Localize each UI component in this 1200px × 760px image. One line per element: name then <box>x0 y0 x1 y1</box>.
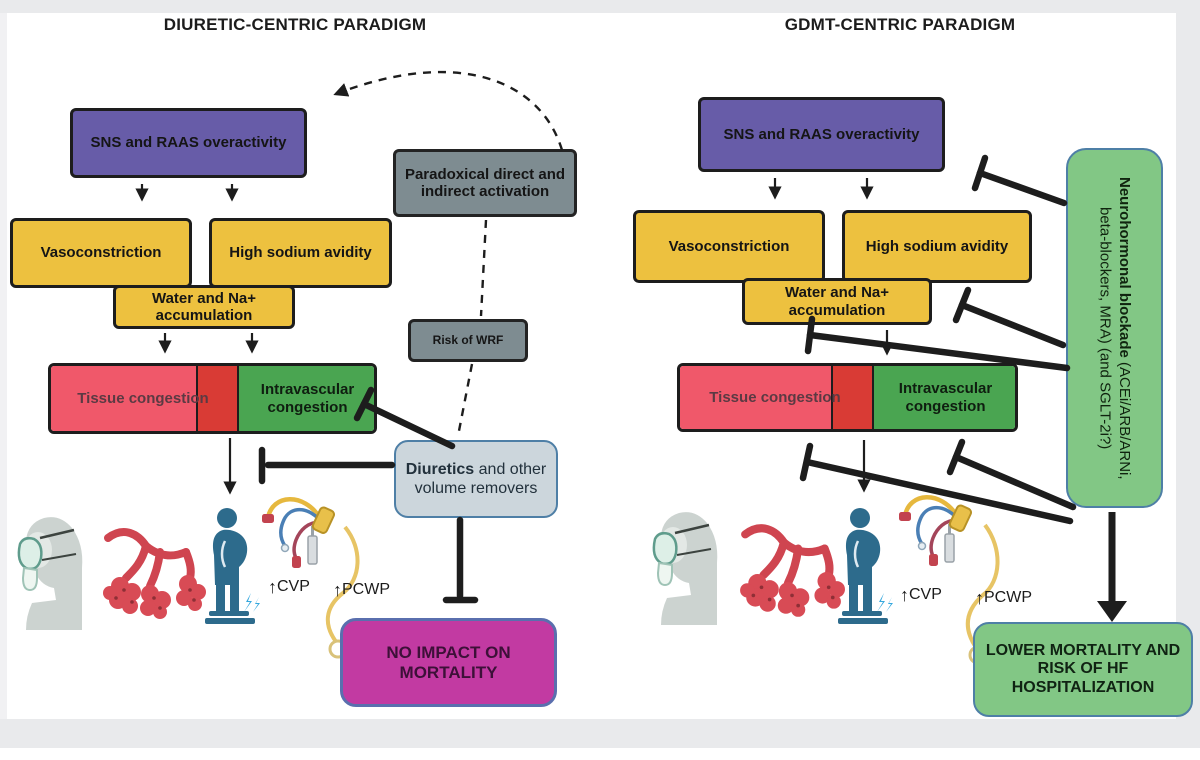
up-arrow-icon: ↑ <box>333 580 342 600</box>
left-cvp-label: ↑CVP <box>268 577 310 597</box>
left-outcome-label: NO IMPACT ON MORTALITY <box>386 642 511 682</box>
left-tissue-label: Tissue congestion <box>77 389 209 407</box>
left-water-na-box: Water and Na+ accumulation <box>113 285 295 329</box>
left-risk-wrf-box: Risk of WRF <box>408 319 528 362</box>
right-neurohormonal-blockade-box: Neurohormonal blockade (ACEi/ARB/ARNi, b… <box>1066 148 1163 508</box>
patient-on-scale-icon <box>838 508 893 624</box>
left-paradoxical-label: Paradoxical direct and indirect activati… <box>404 165 566 200</box>
left-sns-raas-label: SNS and RAAS overactivity <box>90 134 287 152</box>
up-arrow-icon: ↑ <box>975 588 984 608</box>
congested-lungs-icon <box>740 524 845 617</box>
left-diuretics-box: Diuretics and other volume removers <box>394 440 558 518</box>
left-outcome-box: NO IMPACT ON MORTALITY <box>340 618 557 707</box>
right-cvp-label: ↑CVP <box>900 585 942 605</box>
left-sns-raas-box: SNS and RAAS overactivity <box>70 108 307 178</box>
right-outcome-arrow <box>1097 512 1127 622</box>
left-risk-wrf-label: Risk of WRF <box>432 332 504 347</box>
right-tissue-label: Tissue congestion <box>709 388 841 406</box>
up-arrow-icon: ↑ <box>268 577 277 597</box>
left-panel-title: DIURETIC-CENTRIC PARADIGM <box>163 15 427 34</box>
right-tissue-segment <box>680 366 831 429</box>
right-vasoconstriction-label: Vasoconstriction <box>668 237 790 255</box>
left-transition-segment <box>196 366 239 431</box>
frame-right <box>1176 13 1200 719</box>
left-pcwp-label: ↑PCWP <box>333 580 390 600</box>
frame-left <box>0 13 7 719</box>
congested-lungs-icon <box>103 528 206 619</box>
left-vasoconstriction-box: Vasoconstriction <box>10 218 192 288</box>
right-high-sodium-box: High sodium avidity <box>842 210 1032 283</box>
left-water-na-label: Water and Na+ accumulation <box>151 289 257 324</box>
left-intravascular-label: Intravascular congestion <box>260 381 355 416</box>
right-sns-raas-label: SNS and RAAS overactivity <box>723 125 920 143</box>
left-paradoxical-box: Paradoxical direct and indirect activati… <box>393 149 577 217</box>
right-water-na-box: Water and Na+ accumulation <box>742 278 932 325</box>
left-congestion-box: Tissue congestion Intravascular congesti… <box>48 363 377 434</box>
right-outcome-label: LOWER MORTALITY AND RISK OF HF HOSPITALI… <box>985 641 1181 696</box>
frame-top <box>0 0 1200 13</box>
right-congestion-box: Tissue congestion Intravascular congesti… <box>677 363 1018 432</box>
right-vasoconstriction-box: Vasoconstriction <box>633 210 825 283</box>
right-outcome-box: LOWER MORTALITY AND RISK OF HF HOSPITALI… <box>973 622 1193 717</box>
oxygen-mask-patient-icon <box>652 512 718 625</box>
left-tissue-segment <box>51 366 196 431</box>
right-intravascular-segment <box>874 366 1015 429</box>
right-water-na-label: Water and Na+ accumulation <box>784 284 890 319</box>
right-pcwp-label: ↑PCWP <box>975 588 1032 608</box>
patient-on-scale-icon <box>205 508 260 624</box>
left-intravascular-segment <box>239 366 374 431</box>
right-panel-title: GDMT-CENTRIC PARADIGM <box>784 15 1016 34</box>
left-high-sodium-label: High sodium avidity <box>229 244 372 262</box>
right-neurohormonal-blockade-label: Neurohormonal blockade (ACEi/ARB/ARNi, b… <box>1096 176 1134 480</box>
catheter-lines-icon <box>262 497 336 568</box>
right-transition-segment <box>831 366 874 429</box>
left-vasoconstriction-label: Vasoconstriction <box>40 244 162 262</box>
up-arrow-icon: ↑ <box>900 585 909 605</box>
left-diuretics-label: Diuretics and other volume removers <box>405 460 547 497</box>
right-sns-raas-box: SNS and RAAS overactivity <box>698 97 945 172</box>
left-high-sodium-box: High sodium avidity <box>209 218 392 288</box>
oxygen-mask-patient-icon <box>17 517 83 630</box>
right-high-sodium-label: High sodium avidity <box>865 237 1009 255</box>
frame-bottom <box>0 719 1200 748</box>
right-intravascular-label: Intravascular congestion <box>898 380 993 415</box>
